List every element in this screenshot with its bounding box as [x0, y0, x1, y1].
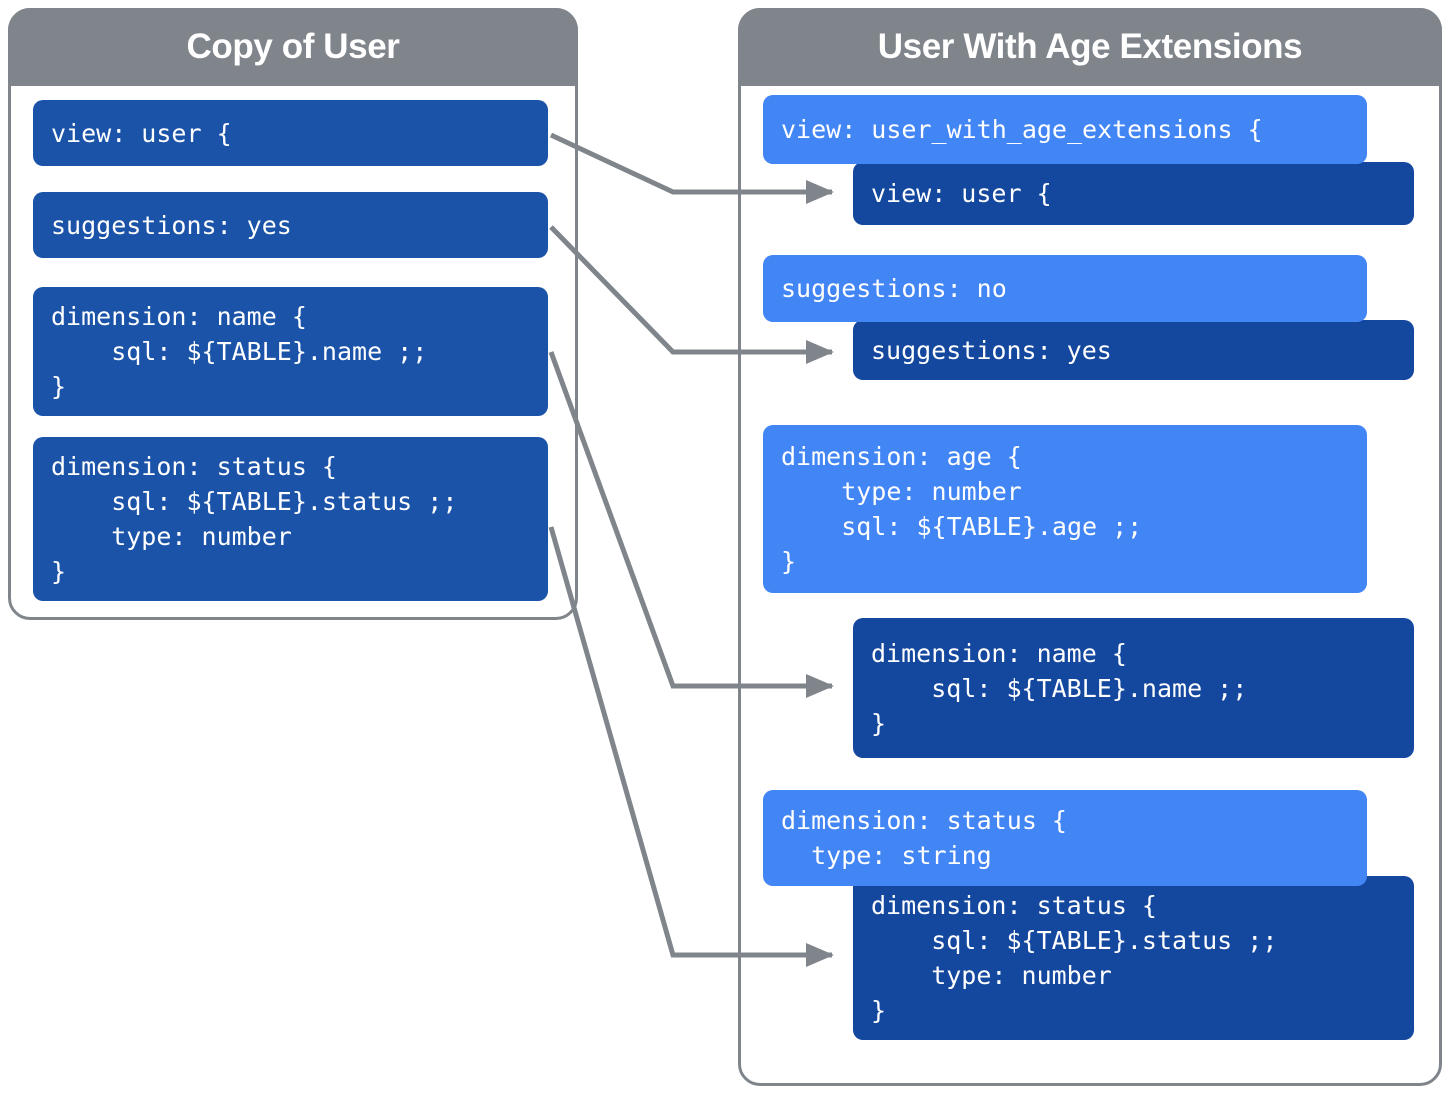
card-inherited-view-user-code: view: user { — [871, 179, 1052, 208]
card-view-user-with-age-extensions: view: user_with_age_extensions { — [763, 95, 1367, 164]
card-inherited-dimension-status-code: dimension: status { sql: ${TABLE}.status… — [871, 891, 1278, 1025]
card-dimension-name: dimension: name { sql: ${TABLE}.name ;; … — [33, 287, 548, 416]
card-dimension-status-override: dimension: status { type: string — [763, 790, 1367, 886]
panel-copy-of-user-header: Copy of User — [8, 8, 578, 86]
card-inherited-dimension-name: dimension: name { sql: ${TABLE}.name ;; … — [853, 618, 1414, 758]
card-inherited-dimension-status: dimension: status { sql: ${TABLE}.status… — [853, 876, 1414, 1040]
card-dimension-status-override-code: dimension: status { type: string — [781, 806, 1067, 870]
card-dimension-age: dimension: age { type: number sql: ${TAB… — [763, 425, 1367, 593]
card-suggestions-no: suggestions: no — [763, 255, 1367, 322]
card-dimension-name-code: dimension: name { sql: ${TABLE}.name ;; … — [51, 302, 428, 401]
card-suggestions-no-code: suggestions: no — [781, 274, 1007, 303]
card-suggestions-yes-code: suggestions: yes — [51, 210, 292, 240]
card-view-user: view: user { — [33, 100, 548, 166]
card-inherited-suggestions-yes-code: suggestions: yes — [871, 335, 1112, 365]
card-view-user-code: view: user { — [51, 118, 232, 148]
panel-user-with-age-extensions-header: User With Age Extensions — [738, 8, 1442, 86]
panel-user-with-age-extensions-title: User With Age Extensions — [877, 27, 1303, 66]
card-suggestions-yes: suggestions: yes — [33, 192, 548, 258]
panel-copy-of-user-title: Copy of User — [186, 27, 400, 66]
card-dimension-status-code: dimension: status { sql: ${TABLE}.status… — [51, 452, 458, 586]
card-dimension-age-code: dimension: age { type: number sql: ${TAB… — [781, 442, 1143, 576]
card-inherited-view-user: view: user { — [853, 162, 1414, 225]
card-dimension-status: dimension: status { sql: ${TABLE}.status… — [33, 437, 548, 601]
card-inherited-suggestions-yes: suggestions: yes — [853, 320, 1414, 380]
card-inherited-dimension-name-code: dimension: name { sql: ${TABLE}.name ;; … — [871, 638, 1248, 738]
card-view-user-with-age-extensions-code: view: user_with_age_extensions { — [781, 115, 1263, 144]
